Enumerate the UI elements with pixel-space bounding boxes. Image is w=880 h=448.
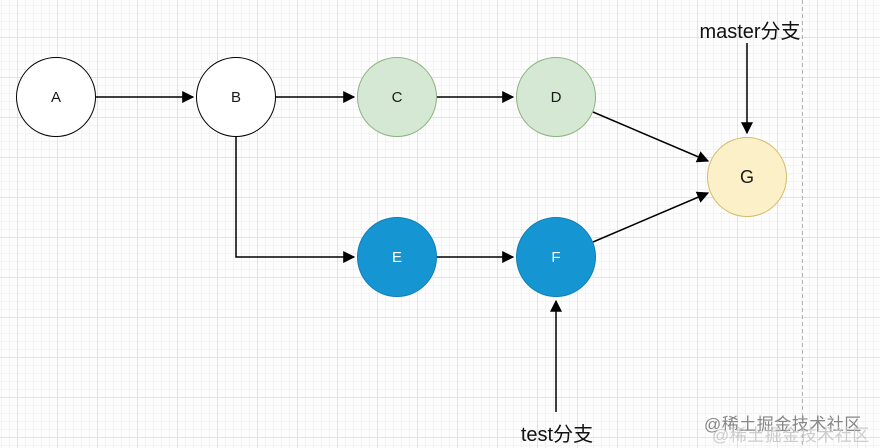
watermark-text: @稀土掘金技术社区 <box>704 415 862 434</box>
node-c-label: C <box>391 88 403 106</box>
node-g: G <box>707 137 787 217</box>
node-d-label: D <box>550 88 562 106</box>
master-branch-label: master分支 <box>699 21 801 43</box>
edge-f-g <box>592 191 710 243</box>
edge-b-e <box>235 137 356 263</box>
node-c: C <box>357 57 437 137</box>
node-b-label: B <box>230 88 241 106</box>
test-branch-label: test分支 <box>520 424 594 446</box>
node-a: A <box>16 57 96 137</box>
node-f: F <box>516 217 596 297</box>
node-a-label: A <box>50 88 61 106</box>
node-e: E <box>357 217 437 297</box>
node-f-label: F <box>551 248 561 266</box>
edge-d-g <box>592 111 710 163</box>
node-d: D <box>516 57 596 137</box>
node-b: B <box>196 57 276 137</box>
node-e-label: E <box>391 248 402 266</box>
watermark-text-ghost: @稀土掘金技术社区 <box>712 426 870 445</box>
node-g-label: G <box>739 166 754 187</box>
